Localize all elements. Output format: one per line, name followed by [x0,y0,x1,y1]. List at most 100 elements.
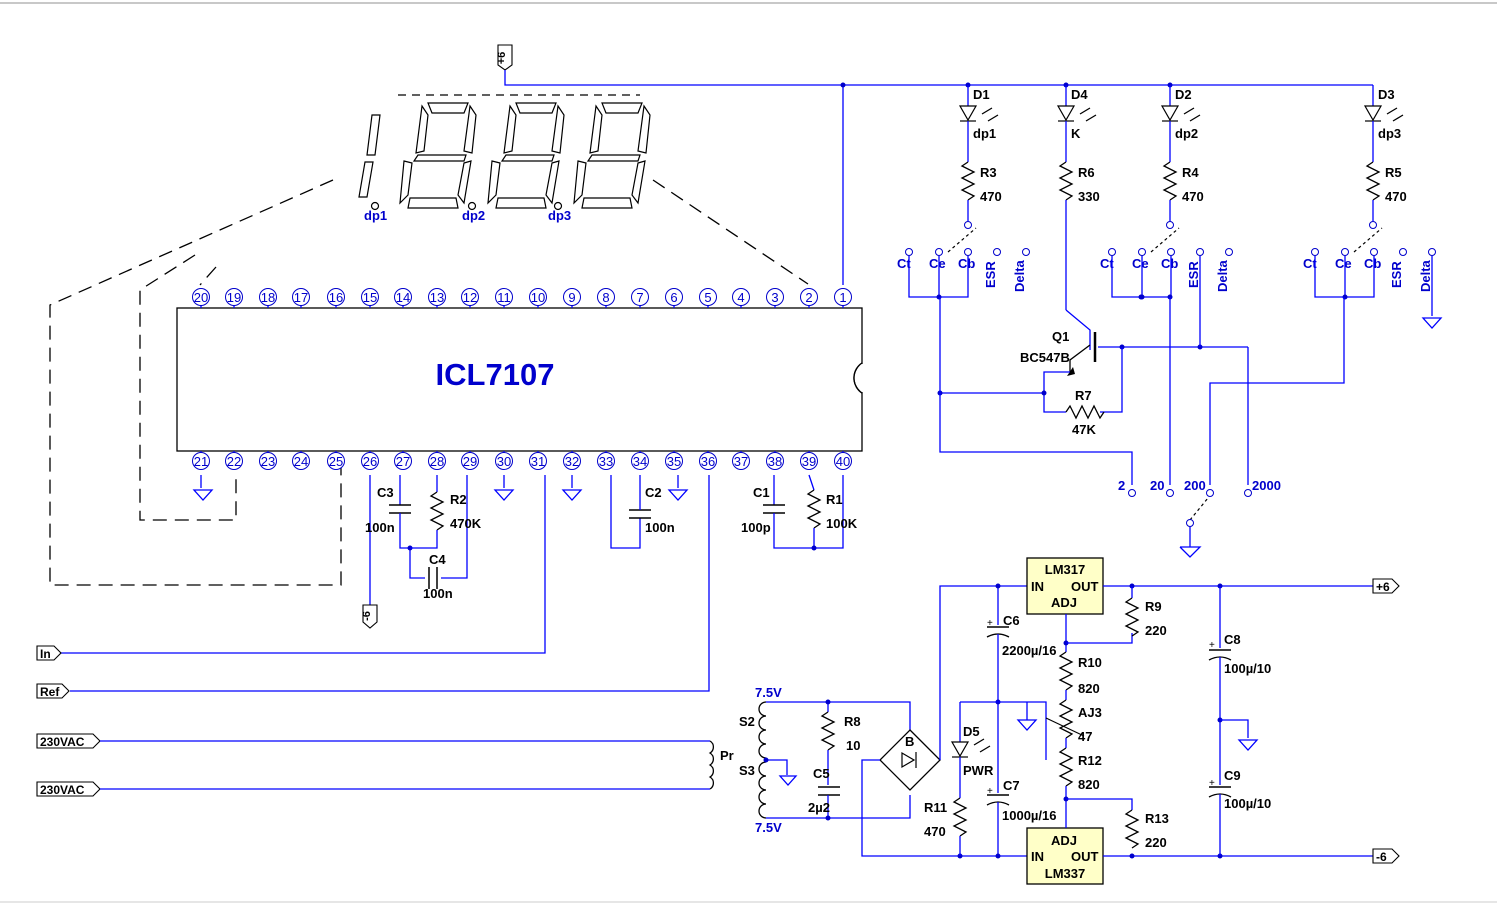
switch-ce-label: Ce [929,256,946,271]
chip-bottom-network: -6 C3 100n R2 470K C4 100n C2 100n C1 10… [60,474,858,692]
led-resistor-ref: R5 [1385,165,1402,180]
chip-pin-bottom [361,452,379,470]
chip-pin-bottom-label: 26 [363,454,377,469]
d5-ref: D5 [963,724,980,739]
chip-pin-bottom [225,452,243,470]
switch-ce-label: Ce [1132,256,1149,271]
c4-val: 100n [423,586,453,601]
dp2-label: dp2 [462,208,485,223]
chip-pin-bottom [699,452,717,470]
c2-ref: C2 [645,485,662,500]
c8-val: 100µ/10 [1224,661,1271,676]
pr-label: Pr [720,748,734,763]
chip-pin-bottom-label: 32 [565,454,579,469]
led-resistor-ref: R4 [1182,165,1199,180]
led-resistor-val: 470 [980,189,1002,204]
chip-pin-top-label: 15 [363,290,377,305]
c1-val: 100p [741,520,771,535]
chip-pin-top [461,288,479,306]
led-label: dp3 [1378,126,1401,141]
chip-pin-bottom [766,452,784,470]
c5-ref: C5 [813,766,830,781]
switch-ce-label: Ce [1335,256,1352,271]
chip-pin-bottom [259,452,277,470]
c8-ref: C8 [1224,632,1241,647]
r2-val: 470K [450,516,482,531]
chip-pin-top [428,288,446,306]
lm337-out: OUT [1071,849,1099,864]
r10-ref: R10 [1078,655,1102,670]
seven-seg-digit [399,102,477,209]
c7-val: 1000µ/16 [1002,808,1056,823]
in-label: In [40,647,51,661]
seven-seg-digit [487,102,565,209]
chip-pin-bottom [461,452,479,470]
chip-pin-bottom-label: 36 [701,454,715,469]
chip-pin-top [361,288,379,306]
q1-ref: Q1 [1052,329,1069,344]
chip-pin-top [732,288,750,306]
switch-cb-label: Cb [958,256,975,271]
lm337-name: LM337 [1045,866,1085,881]
chip-pin-bottom [834,452,852,470]
chip-pin-top-label: 14 [396,290,410,305]
chip-pin-top [292,288,310,306]
dp3-label: dp3 [548,208,571,223]
chip-pin-bottom-label: 34 [633,454,647,469]
chip-pin-bottom [428,452,446,470]
switch-ct-label: Ct [1303,256,1317,271]
chip-pin-bottom [563,452,581,470]
led-ref: D2 [1175,87,1192,102]
transistor-q1: Q1 BC547B R7 47K [937,202,1345,485]
c9-ref: C9 [1224,768,1241,783]
switch-esr-label: ESR [983,261,998,288]
chip-pin-top-label: 12 [463,290,477,305]
svg-text:+: + [1209,778,1215,789]
chip-pin-bottom-label: 22 [227,454,241,469]
chip-pin-bottom-label: 25 [329,454,343,469]
led-ref: D1 [973,87,990,102]
chip-pin-bottom [192,452,210,470]
s2-label: S2 [739,714,755,729]
c5-val: 2µ2 [808,800,830,815]
chip-pin-bottom [327,452,345,470]
c1-ref: C1 [753,485,770,500]
c3-ref: C3 [377,485,394,500]
led-ref: D4 [1071,87,1088,102]
chip-pin-bottom-label: 23 [261,454,275,469]
chip-pin-top [259,288,277,306]
chip-pin-bottom [665,452,683,470]
chip-pin-top [631,288,649,306]
c2-val: 100n [645,520,675,535]
chip-name: ICL7107 [436,357,555,392]
chip-pin-top [327,288,345,306]
chip-pin-top [192,288,210,306]
chip-pin-bottom-label: 21 [194,454,208,469]
lm337-adj: ADJ [1051,833,1077,848]
chip-pin-top [529,288,547,306]
chip-pin-top [834,288,852,306]
range-20: 20 [1150,478,1164,493]
input-ports: In Ref 230VAC 230VAC [36,645,710,797]
lm337-in: IN [1031,849,1044,864]
chip-pin-top-label: 7 [636,290,643,305]
r9-val: 220 [1145,623,1167,638]
led-label: K [1071,126,1081,141]
svg-text:+: + [1209,640,1215,651]
regulators: LM317 IN OUT ADJ ADJ IN OUT LM337 R9 220… [1026,557,1400,885]
chip-pin-bottom-label: 30 [497,454,511,469]
chip-pin-top-label: 18 [261,290,275,305]
r9-ref: R9 [1145,599,1162,614]
chip-pin-top-label: 3 [771,290,778,305]
led-resistor-ref: R3 [980,165,997,180]
r11-val: 470 [924,824,946,839]
r8-val: 10 [846,738,860,753]
top-supply-rail: +6 [496,44,1373,285]
chip-pin-bottom [292,452,310,470]
